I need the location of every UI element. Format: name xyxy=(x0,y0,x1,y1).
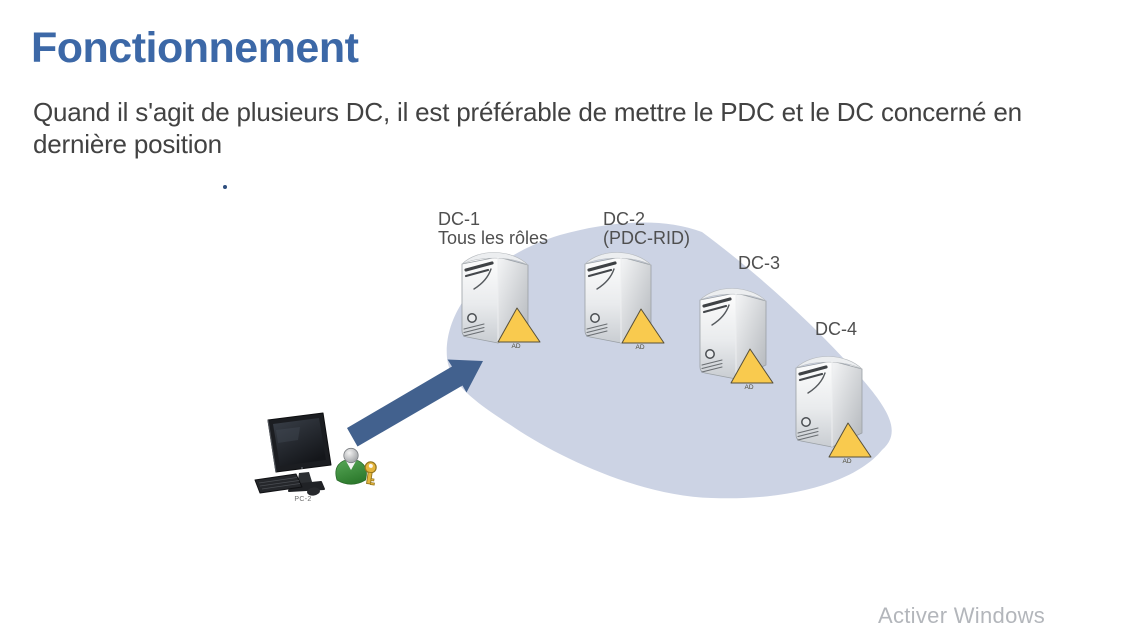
label-dc1: DC-1 Tous les rôles xyxy=(438,210,548,248)
mouse xyxy=(307,487,320,496)
ad-badge: AD xyxy=(842,458,851,465)
label-dc2: DC-2 (PDC-RID) xyxy=(603,210,690,248)
site-ellipse xyxy=(446,222,892,499)
ad-triangle-dc4: AD xyxy=(828,422,872,465)
server-role: (PDC-RID) xyxy=(603,228,690,248)
ad-triangle-dc3: AD xyxy=(730,348,774,391)
server-name: DC-4 xyxy=(815,319,858,339)
request-arrow xyxy=(347,359,483,447)
key-icon xyxy=(364,461,377,486)
ad-triangle-dc1: AD xyxy=(497,307,541,350)
label-dc3: DC-3 xyxy=(738,254,780,273)
stray-bullet-dot xyxy=(223,185,227,189)
server-name: DC-1 xyxy=(438,209,481,229)
page-title: Fonctionnement xyxy=(31,24,359,72)
ad-badge: AD xyxy=(744,384,753,391)
client-pc xyxy=(254,412,332,496)
user-body xyxy=(335,459,367,485)
body-line-2: dernière position xyxy=(33,129,222,159)
slide-body-text: Quand il s'agit de plusieurs DC, il est … xyxy=(33,96,1022,160)
monitor-screen xyxy=(273,418,326,466)
label-pc2: PC-2 xyxy=(294,496,312,503)
ad-badge: AD xyxy=(635,344,644,351)
ad-badge: AD xyxy=(511,343,520,350)
body-line-1: Quand il s'agit de plusieurs DC, il est … xyxy=(33,97,1022,127)
label-dc4: DC-4 xyxy=(815,320,857,339)
server-name: DC-3 xyxy=(738,253,781,273)
user-head xyxy=(343,447,359,464)
server-name: DC-2 xyxy=(603,209,646,229)
user-with-key-icon xyxy=(335,447,377,486)
windows-activation-watermark: Activer Windows xyxy=(878,603,1046,628)
server-role: Tous les rôles xyxy=(438,228,549,248)
ad-triangle-dc2: AD xyxy=(621,308,665,351)
